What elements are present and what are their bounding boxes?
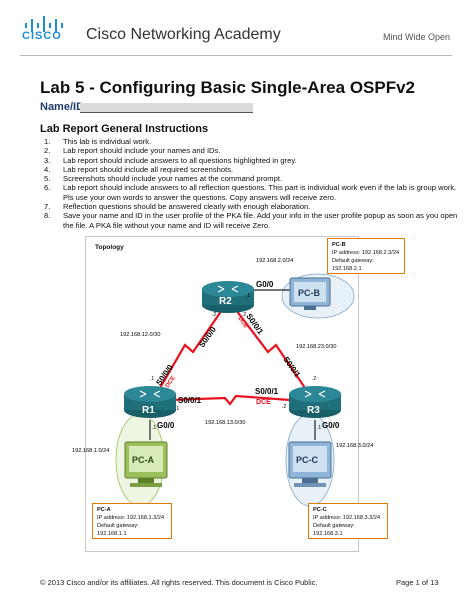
list-item: 6.Lab report should include answers to a…: [44, 183, 457, 202]
pca-info-box: PC-A IP address: 192.168.1.3/24 Default …: [92, 503, 172, 539]
router-r2-icon: [202, 281, 254, 313]
pcb-info-ip: IP address: 192.168.2.3/24: [332, 250, 400, 256]
pca-label: PC-A: [132, 455, 154, 465]
name-id-label: Name/ID:: [40, 101, 88, 113]
list-item: 4.Lab report should include all required…: [44, 164, 234, 174]
pca-info-gateway: Default gateway: 192.168.1.1: [97, 523, 139, 537]
name-id-field[interactable]: [80, 103, 253, 113]
router-r1-label: R1: [142, 405, 155, 416]
r1-r3-s001-label: S0/0/1: [255, 387, 279, 396]
list-item: 2.Lab report should include your names a…: [44, 146, 221, 156]
r3-left-hostid: .2: [282, 404, 286, 410]
net-192-168-2: 192.168.2.0/24: [256, 258, 293, 264]
serial-r1-r2: [159, 309, 223, 389]
pcc-monitor-icon: [288, 441, 332, 487]
pcc-info-box: PC-C IP address: 192.168.3.3/24 Default …: [308, 503, 388, 539]
pcb-info-gateway: Default gateway: 192.168.2.1: [332, 258, 374, 272]
r2-left-hostid: .2: [212, 312, 216, 318]
net-192-168-12: 192.168.12.0/30: [120, 332, 160, 338]
topology-frame: [85, 236, 359, 552]
pcb-info-box: PC-B IP address: 192.168.2.3/24 Default …: [327, 238, 405, 274]
r1-right-hostid: .1: [175, 406, 179, 412]
pcc-label: PC-C: [296, 455, 318, 465]
router-r3-label: R3: [307, 405, 320, 416]
pcc-info-title: PC-C: [313, 507, 327, 513]
r2-s000-label: S0/0/0: [197, 325, 218, 350]
pcb-monitor-icon: [289, 277, 331, 310]
topology-label: Topology: [95, 244, 124, 251]
pca-monitor-icon: [124, 441, 168, 487]
r2-right-hostid: .2: [242, 312, 246, 318]
tagline: Mind Wide Open: [383, 32, 451, 42]
header-divider: [20, 55, 452, 56]
cisco-logo-bars-icon: [25, 16, 63, 32]
net-192-168-23: 192.168.23.0/30: [296, 344, 336, 350]
r3-top-hostid: .2: [312, 376, 316, 382]
r2-g-hostid: .1: [246, 293, 250, 299]
r1-top-hostid: .1: [150, 376, 154, 382]
list-item: 3.Lab report should include answers to a…: [44, 155, 297, 165]
pcc-info-gateway: Default gateway: 192.168.3.1: [313, 523, 355, 537]
pca-info-ip: IP address: 192.168.1.3/24: [97, 515, 165, 521]
net-192-168-13: 192.168.13.0/30: [205, 420, 245, 426]
pcb-label: PC-B: [298, 288, 320, 298]
list-item: 1.This lab is individual work.: [44, 137, 152, 146]
serial-r1-r3: [169, 394, 291, 406]
r1-bottom-hostid: .1: [152, 425, 156, 431]
r3-dce-label: DCE: [256, 399, 271, 406]
r3-s001-label: S0/0/1: [281, 355, 302, 380]
r3-bottom-hostid: .1: [317, 425, 321, 431]
pca-info-title: PC-A: [97, 507, 111, 513]
list-item: 5.Screenshots should include your names …: [44, 174, 283, 184]
router-r2-label: R2: [219, 296, 232, 307]
router-r3-icon: [289, 386, 341, 418]
r1-s001-label: S0/0/1: [178, 396, 202, 405]
router-r1-icon: [124, 386, 176, 418]
instructions-list: 1.This lab is individual work. 2.Lab rep…: [40, 137, 460, 230]
cisco-logo-text: CISCO: [22, 30, 62, 42]
footer-page-number: Page 1 of 13: [396, 578, 439, 587]
academy-title: Cisco Networking Academy: [86, 26, 281, 43]
list-item: 8.Save your name and ID in the user prof…: [44, 211, 458, 230]
list-item: 7.Reflection questions should be answere…: [44, 202, 311, 212]
lab-title: Lab 5 - Configuring Basic Single-Area OS…: [40, 78, 416, 97]
net-192-168-3: 192.168.3.0/24: [336, 443, 373, 449]
r3-g00-label: G0/0: [322, 421, 340, 430]
instructions-heading: Lab Report General Instructions: [40, 123, 209, 135]
serial-r2-r3: [235, 309, 306, 389]
footer-copyright: © 2013 Cisco and/or its affiliates. All …: [40, 578, 318, 587]
pcb-info-title: PC-B: [332, 242, 346, 248]
pcc-info-ip: IP address: 192.168.3.3/24: [313, 515, 381, 521]
r2-g00-label: G0/0: [256, 280, 274, 289]
r1-g00-label: G0/0: [157, 421, 175, 430]
net-192-168-1: 192.168.1.0/24: [72, 448, 109, 454]
